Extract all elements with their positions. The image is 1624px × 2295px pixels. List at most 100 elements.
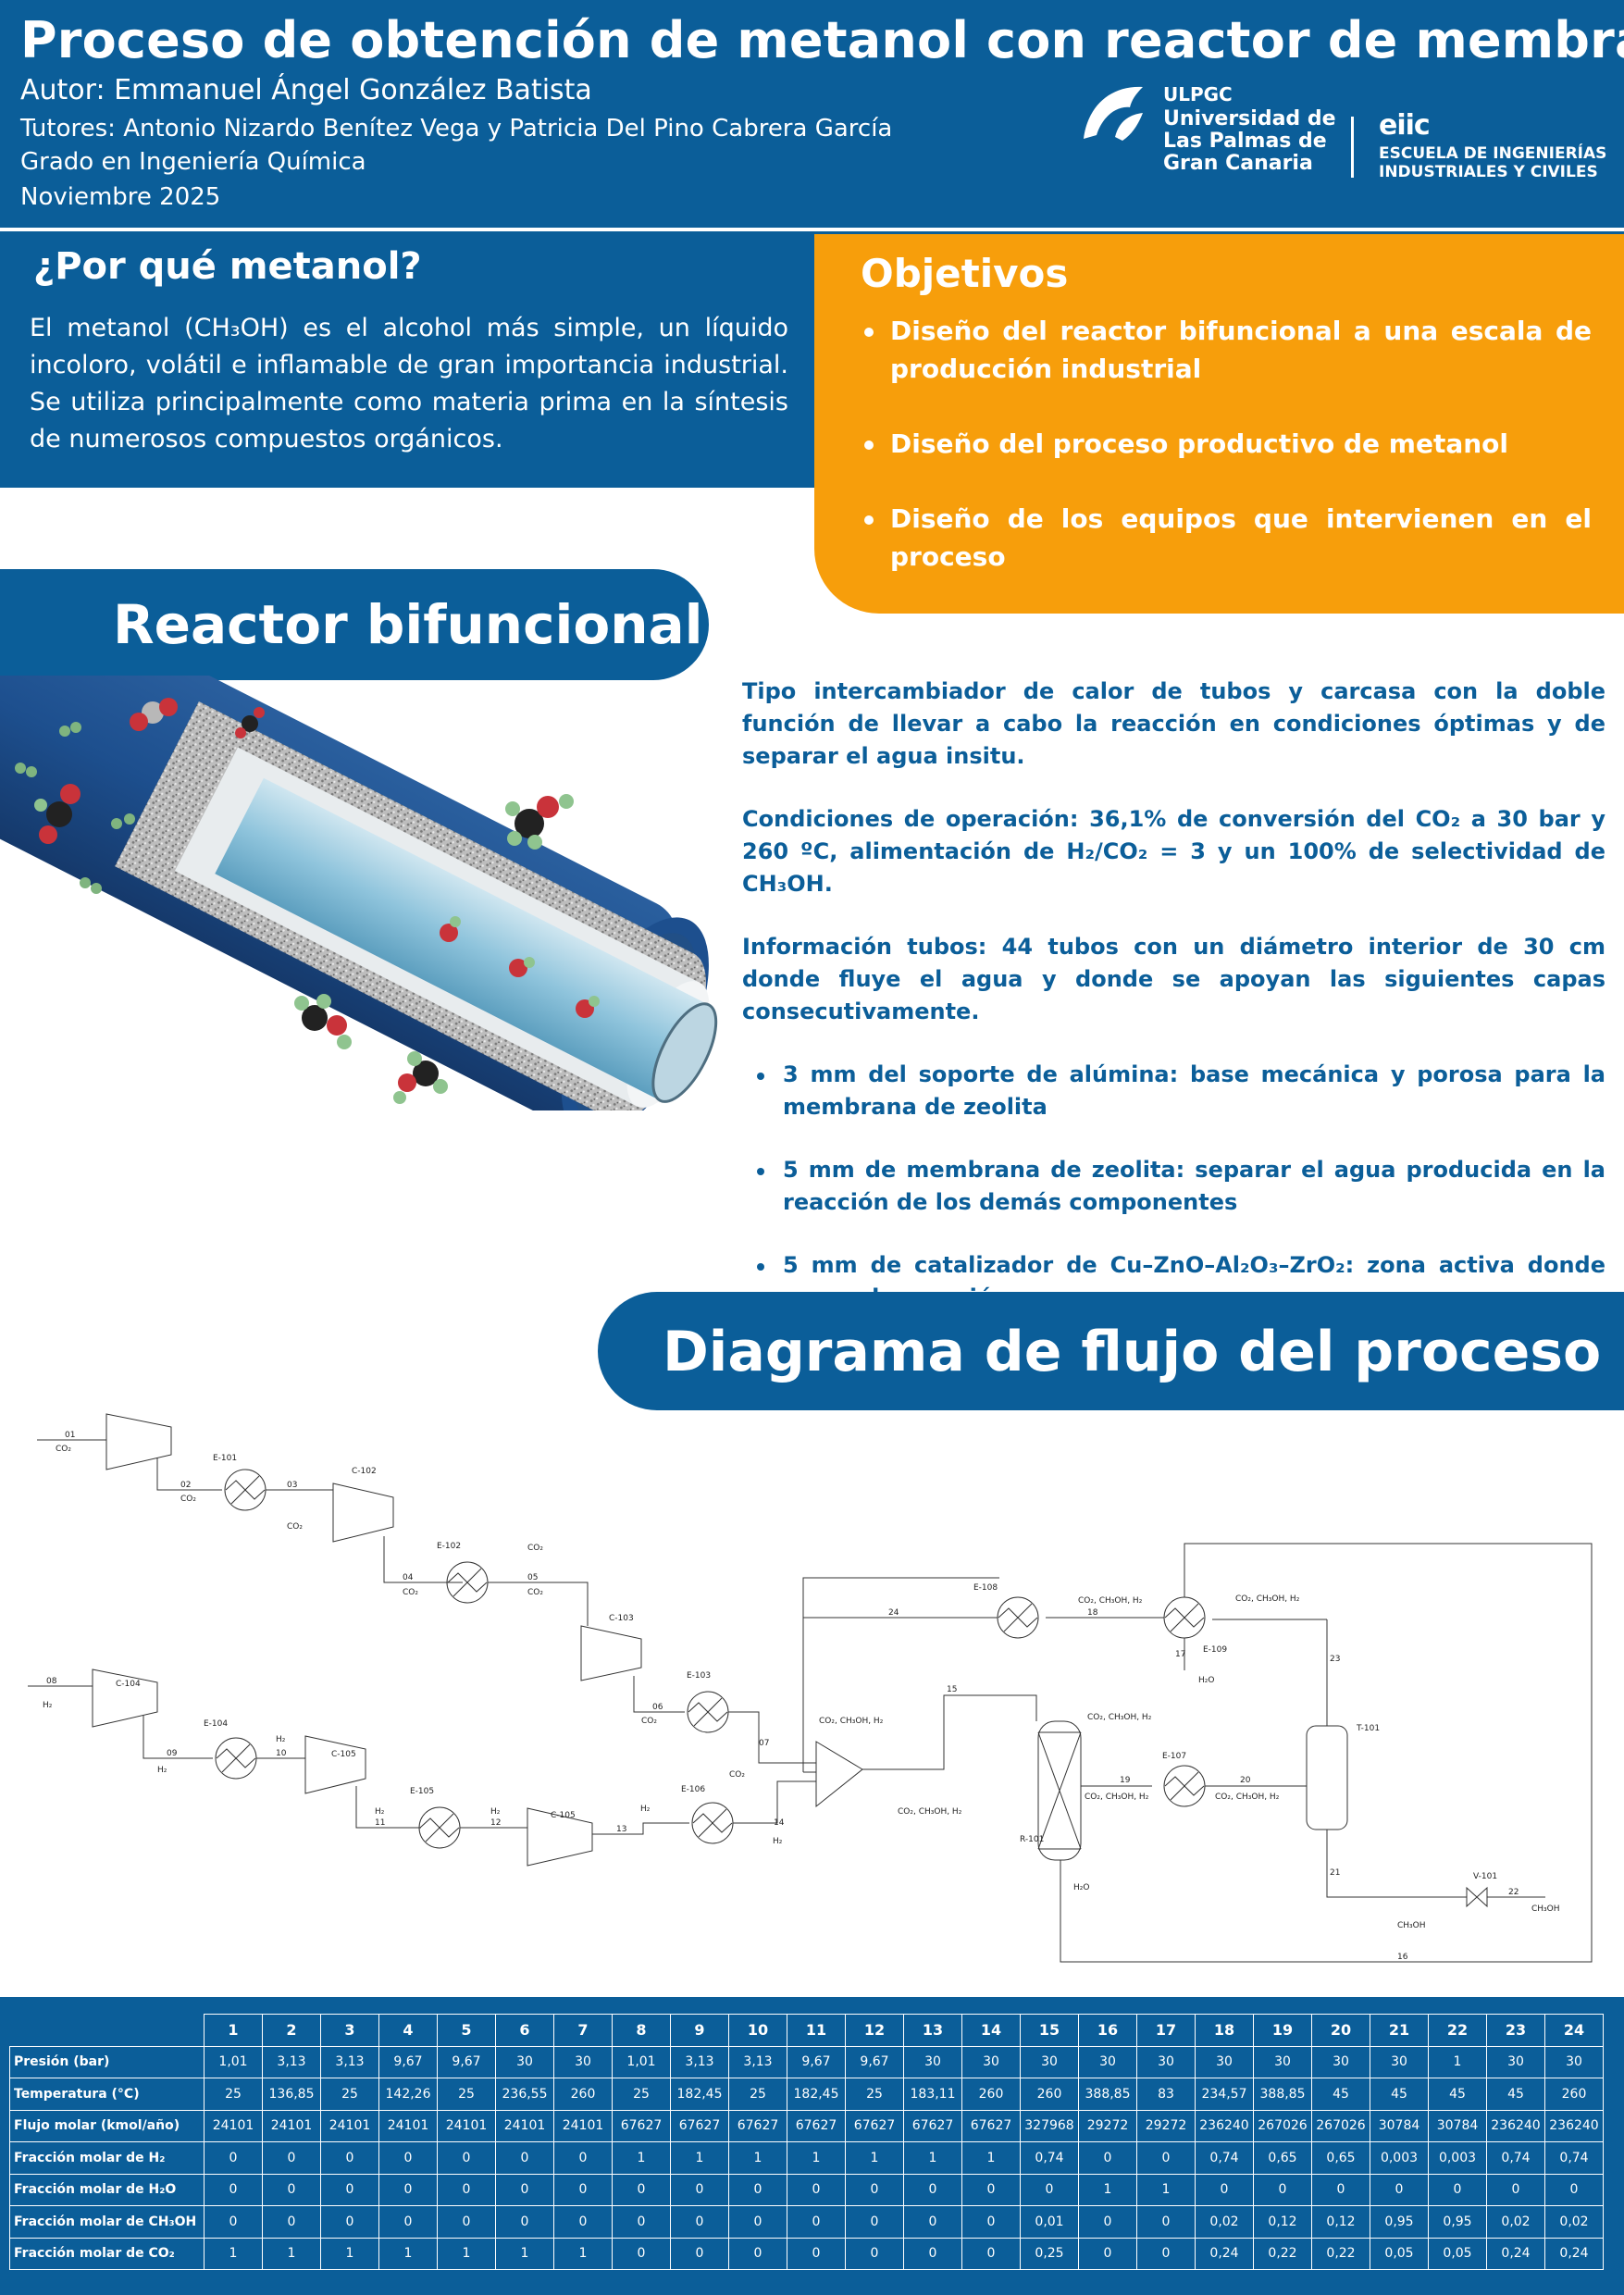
equipment-label: E-107 (1162, 1752, 1186, 1761)
stream-label: H₂ (276, 1735, 286, 1744)
ulpgc-logo: ULPGC Universidad de Las Palmas de Gran … (1078, 80, 1335, 181)
table-cell: 0 (553, 2141, 613, 2175)
section-title: Objetivos (861, 251, 1069, 296)
table-cell: 388,85 (1078, 2078, 1137, 2111)
table-cell: 1 (670, 2141, 729, 2175)
table-cell: 0 (1078, 2237, 1137, 2270)
stream-label: 23 (1330, 1655, 1340, 1664)
stream-label: CO₂ (180, 1495, 196, 1504)
table-cell: 9,67 (378, 2045, 438, 2078)
table-cell: 0,24 (1195, 2237, 1254, 2270)
table-cell: 30 (553, 2045, 613, 2078)
table-cell: 30 (1486, 2045, 1545, 2078)
stream-label: CO₂ (729, 1770, 745, 1780)
stream-label: 19 (1120, 1776, 1131, 1785)
table-cell: 0 (1136, 2141, 1196, 2175)
table-cell: 24101 (495, 2109, 554, 2142)
table-cell: 0 (903, 2237, 962, 2270)
table-cell: 0,25 (1020, 2237, 1079, 2270)
table-cell: 0 (437, 2173, 496, 2206)
stream-label: CO₂ (527, 1544, 543, 1553)
table-cell: 45 (1370, 2078, 1429, 2111)
table-cell: 30 (1370, 2045, 1429, 2078)
stream-label: 14 (774, 1818, 785, 1828)
list-item: 5 mm de membrana de zeolita: separar el … (742, 1154, 1605, 1219)
table-cell: 24101 (378, 2109, 438, 2142)
list-item: 3 mm del soporte de alúmina: base mecáni… (742, 1059, 1605, 1123)
reactor-paragraph: Condiciones de operación: 36,1% de conve… (742, 806, 1605, 897)
list-item: Diseño del proceso productivo de metanol (861, 425, 1592, 463)
table-cell: 234,57 (1195, 2078, 1254, 2111)
row-label: Fracción molar de H₂ (9, 2141, 205, 2175)
tutors: Tutores: Antonio Nizardo Benítez Vega y … (20, 115, 893, 143)
row-label: Presión (bar) (9, 2045, 205, 2078)
table-cell: 1 (378, 2237, 438, 2270)
stream-number-header: 8 (612, 2014, 671, 2047)
table-cell: 267026 (1253, 2109, 1312, 2142)
stream-label: 17 (1175, 1650, 1185, 1659)
table-cell: 0,95 (1370, 2205, 1429, 2239)
stream-label: 03 (287, 1481, 297, 1490)
table-cell: 0,01 (1020, 2205, 1079, 2239)
stream-label: H₂ (375, 1807, 385, 1817)
table-cell: 30784 (1370, 2109, 1429, 2142)
stream-label: 05 (527, 1573, 538, 1582)
table-cell: 1 (961, 2141, 1021, 2175)
table-cell: 0 (612, 2237, 671, 2270)
table-cell: 3,13 (262, 2045, 321, 2078)
table-cell: 67627 (845, 2109, 904, 2142)
table-cell: 0 (262, 2141, 321, 2175)
stream-label: 13 (616, 1825, 626, 1834)
table-cell: 0 (262, 2205, 321, 2239)
table-cell: 24101 (437, 2109, 496, 2142)
table-cell: 24101 (262, 2109, 321, 2142)
table-cell: 25 (204, 2078, 263, 2111)
table-cell: 0,02 (1544, 2205, 1604, 2239)
table-cell: 3,13 (728, 2045, 787, 2078)
table-cell: 0 (495, 2205, 554, 2239)
table-cell: 0,02 (1195, 2205, 1254, 2239)
compressor-c104 (92, 1669, 158, 1728)
table-cell: 0,02 (1486, 2205, 1545, 2239)
table-cell: 24101 (320, 2109, 379, 2142)
table-cell: 3,13 (320, 2045, 379, 2078)
stream-number-header: 20 (1311, 2014, 1370, 2047)
equipment-label: E-103 (687, 1671, 711, 1681)
table-cell: 260 (961, 2078, 1021, 2111)
table-cell: 1 (728, 2141, 787, 2175)
stream-label: CO₂, CH₃OH, H₂ (898, 1807, 962, 1817)
layers-list: 3 mm del soporte de alúmina: base mecáni… (742, 1059, 1605, 1314)
stream-label: H₂ (773, 1837, 783, 1846)
stream-label: 02 (180, 1481, 191, 1490)
table-cell: 1 (320, 2237, 379, 2270)
stream-label: H₂ (43, 1701, 53, 1710)
table-cell: 25 (437, 2078, 496, 2111)
table-cell: 236240 (1544, 2109, 1604, 2142)
ulpgc-abbr: ULPGC (1163, 83, 1233, 105)
stream-number-header: 4 (378, 2014, 438, 2047)
eiic-mark: eiic (1379, 109, 1431, 142)
ulpgc-line: Las Palmas de (1163, 130, 1327, 153)
molecules (15, 698, 600, 1104)
table-cell: 0,003 (1370, 2141, 1429, 2175)
reactor-banner: Reactor bifuncional (0, 569, 709, 680)
stream-number-header: 17 (1136, 2014, 1196, 2047)
table-cell: 182,45 (787, 2078, 846, 2111)
ulpgc-line: Gran Canaria (1163, 152, 1313, 175)
table-cell: 67627 (903, 2109, 962, 2142)
table-cell: 0 (553, 2205, 613, 2239)
equipment-label: E-101 (213, 1454, 237, 1463)
table-cell: 1 (612, 2141, 671, 2175)
table-cell: 24101 (553, 2109, 613, 2142)
stream-number-header: 7 (553, 2014, 613, 2047)
table-cell: 0 (204, 2173, 263, 2206)
table-cell: 1 (204, 2237, 263, 2270)
stream-label: CO₂ (527, 1588, 543, 1597)
table-cell: 0 (437, 2205, 496, 2239)
compressor-c101 (105, 1413, 172, 1470)
